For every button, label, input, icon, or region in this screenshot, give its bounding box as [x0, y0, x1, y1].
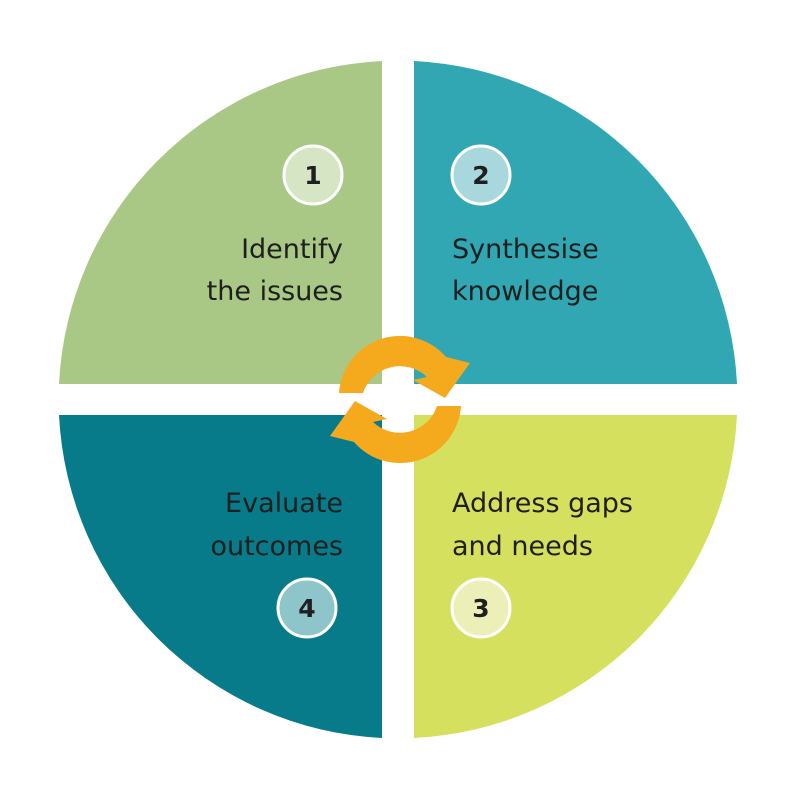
quadrant-step-1: 1 Identify the issues: [59, 61, 382, 384]
step-2-label-line-2: knowledge: [452, 276, 598, 307]
step-2-label-line-1: Synthesise: [452, 234, 599, 265]
step-2-badge: [450, 144, 512, 206]
cycle-arrow-upper: [339, 335, 470, 398]
quadrant-4-shape: [59, 415, 382, 738]
step-1-badge: [282, 144, 344, 206]
step-1-label-line-2: the issues: [207, 276, 343, 307]
step-3-label-line-1: Address gaps: [452, 488, 633, 519]
step-4-label-line-1: Evaluate: [225, 488, 343, 519]
quadrant-step-3: 3 Address gaps and needs: [414, 415, 737, 738]
step-1-label-line-1: Identify: [241, 234, 343, 265]
step-3-number: 3: [472, 594, 489, 623]
cycle-arrows-icon: [330, 335, 470, 464]
quadrant-step-2: 2 Synthesise knowledge: [414, 61, 737, 384]
step-4-label-line-2: outcomes: [210, 531, 343, 562]
step-2-number: 2: [472, 161, 489, 190]
step-3-badge: [450, 577, 512, 639]
quadrant-3-shape: [414, 415, 737, 738]
quadrant-2-shape: [414, 61, 737, 384]
step-4-badge: [276, 577, 338, 639]
step-3-label-line-2: and needs: [452, 531, 593, 562]
step-4-number: 4: [298, 594, 315, 623]
cycle-arrow-lower: [330, 401, 461, 464]
step-1-number: 1: [304, 161, 321, 190]
quadrant-1-shape: [59, 61, 382, 384]
quadrant-step-4: 4 Evaluate outcomes: [59, 415, 382, 738]
